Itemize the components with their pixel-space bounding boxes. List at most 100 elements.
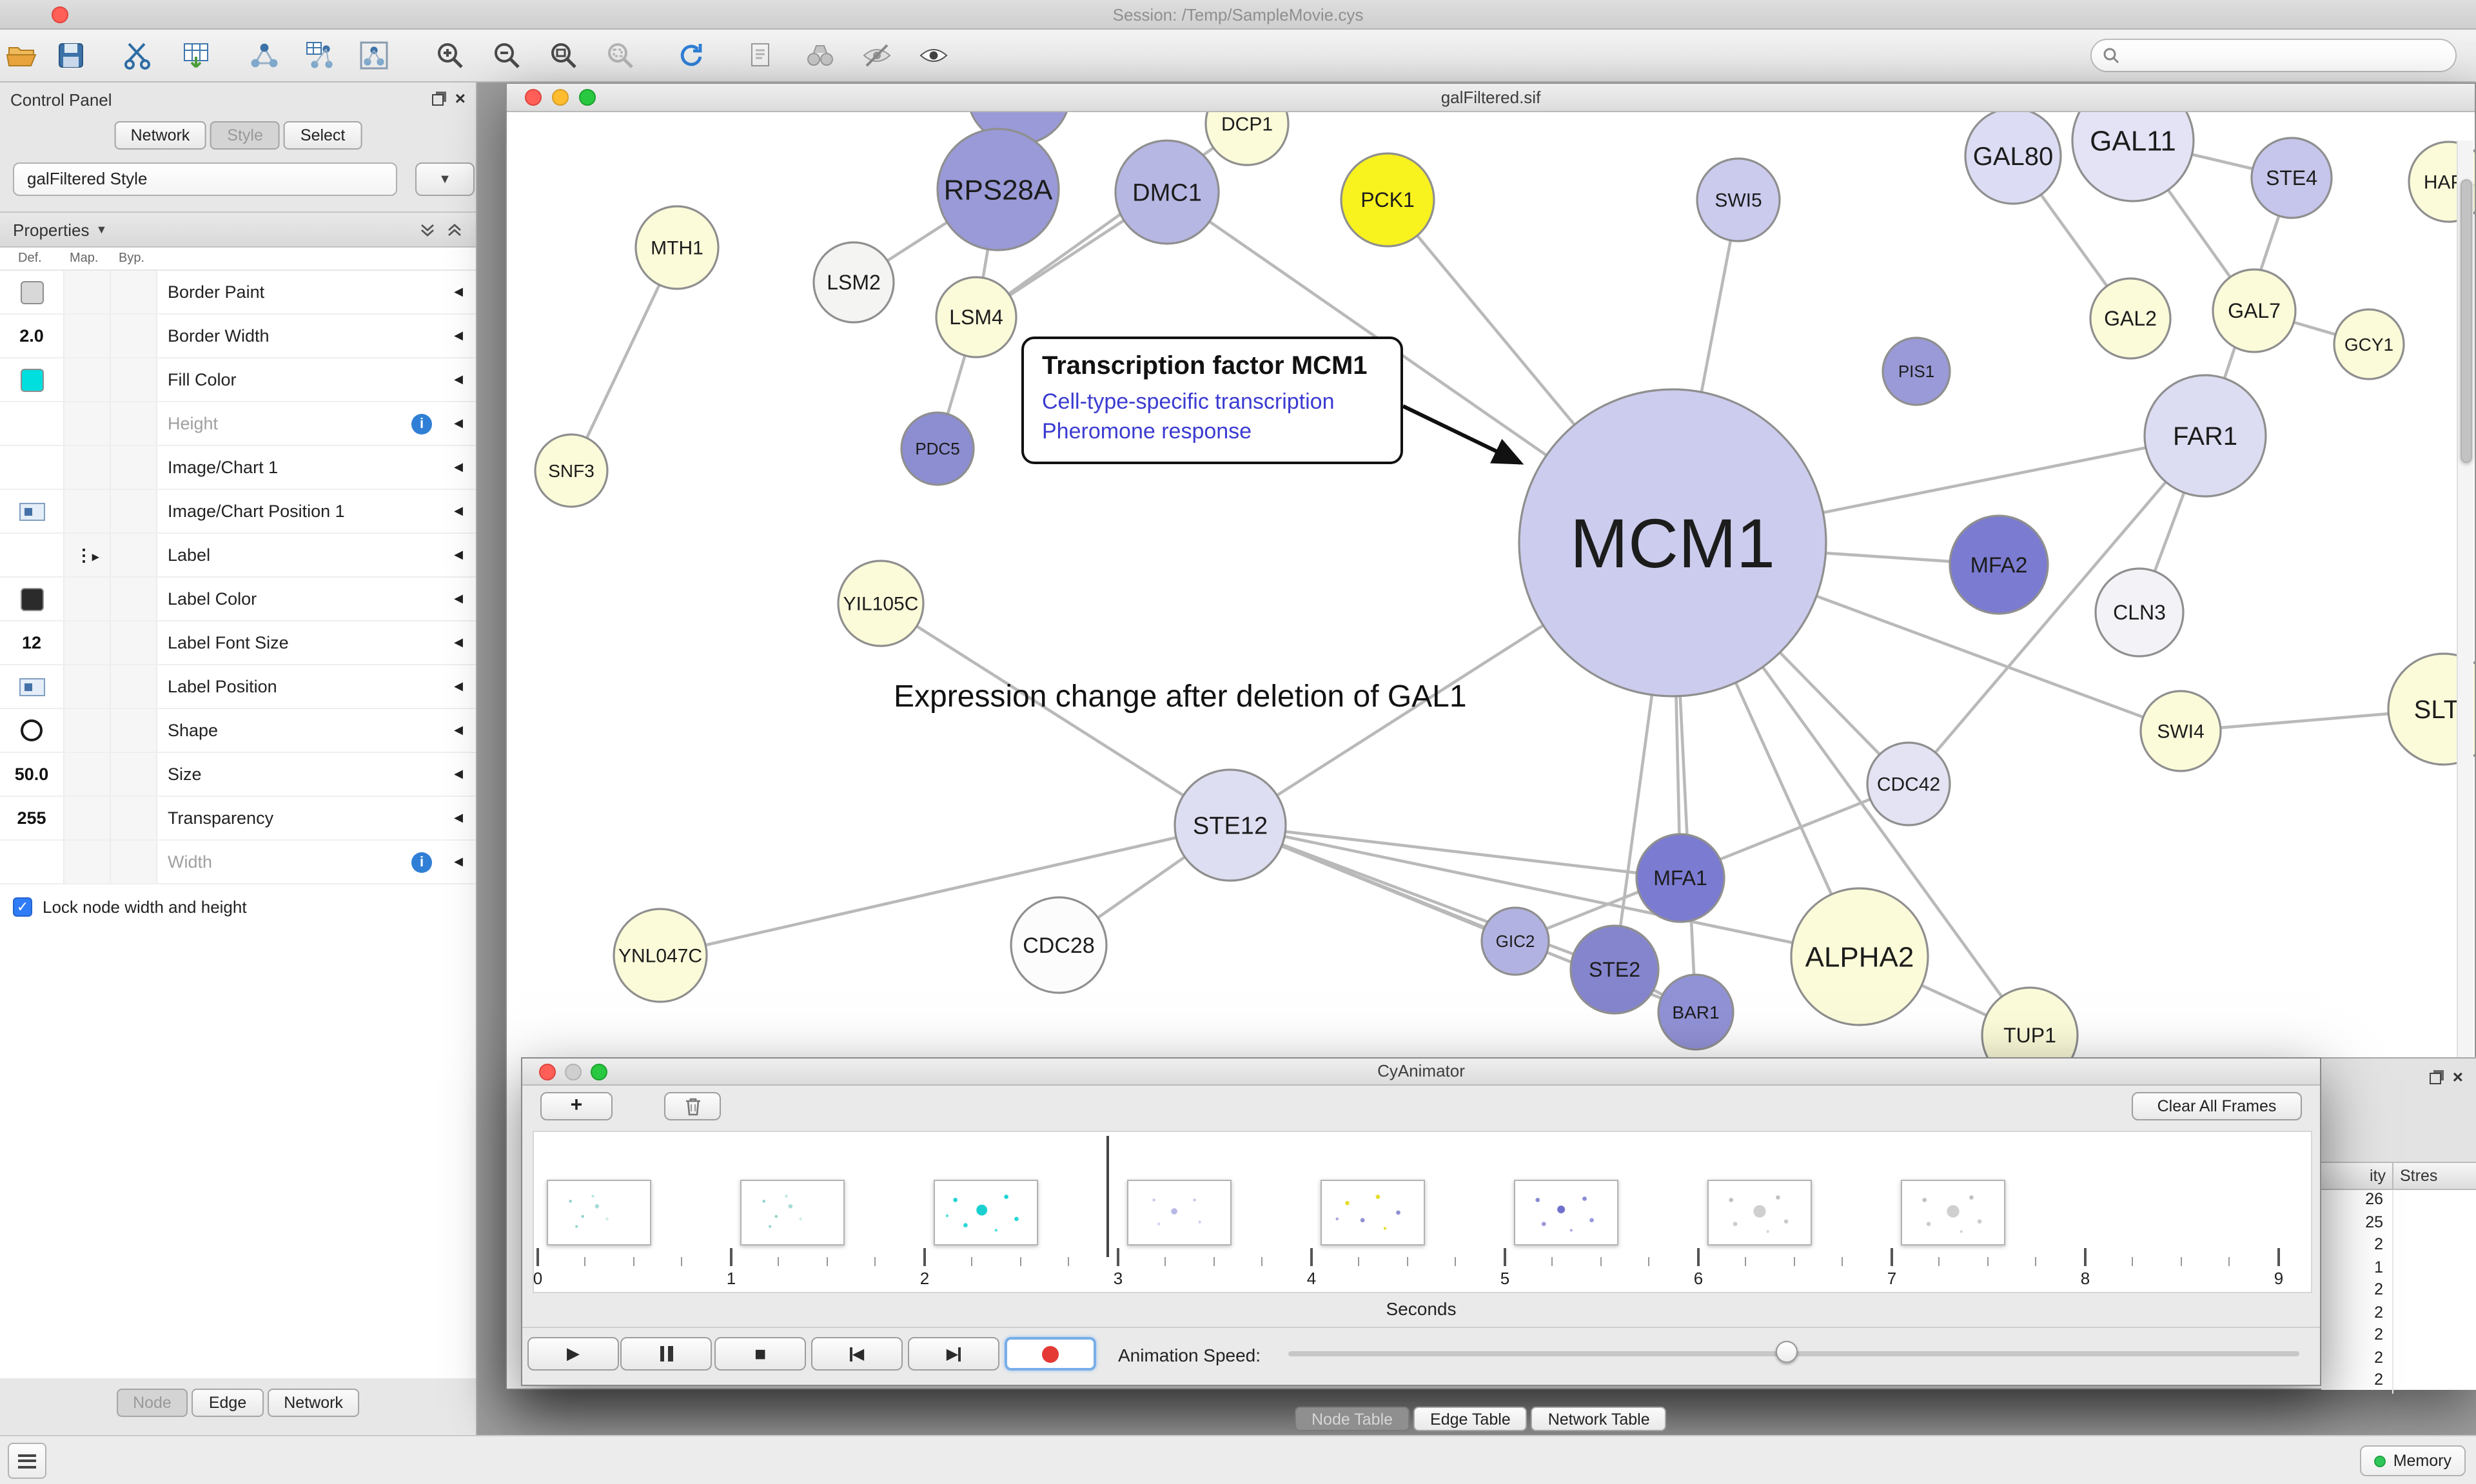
- frame-thumbnail-1[interactable]: [547, 1180, 651, 1245]
- clear-all-frames-button[interactable]: Clear All Frames: [2132, 1092, 2302, 1120]
- bypass-cell[interactable]: [111, 402, 157, 445]
- node-gcy1[interactable]: [2333, 308, 2405, 380]
- node-pis1[interactable]: [1882, 337, 1951, 406]
- close-window-button[interactable]: [52, 6, 68, 23]
- expand-row-arrow-icon[interactable]: ◀: [454, 855, 463, 868]
- bypass-cell[interactable]: [111, 446, 157, 489]
- stop-button[interactable]: ■: [714, 1337, 806, 1371]
- node-gal11[interactable]: [2071, 112, 2195, 202]
- tab-network-style[interactable]: Network: [267, 1389, 360, 1417]
- show-details-button[interactable]: [914, 36, 953, 75]
- node-cln3[interactable]: [2094, 567, 2185, 658]
- node-slt2[interactable]: [2387, 652, 2475, 766]
- property-row-border-paint[interactable]: Border Paint◀: [0, 271, 476, 315]
- tab-edge-style[interactable]: Edge: [192, 1389, 264, 1417]
- default-value-cell[interactable]: [0, 402, 63, 445]
- default-value-cell[interactable]: [0, 534, 63, 576]
- record-button[interactable]: [1005, 1337, 1096, 1371]
- cyanimator-titlebar[interactable]: CyAnimator: [522, 1059, 2320, 1086]
- node-alpha2[interactable]: [1790, 887, 1929, 1026]
- default-value-cell[interactable]: [0, 578, 63, 620]
- bypass-cell[interactable]: [111, 578, 157, 620]
- expand-row-arrow-icon[interactable]: ◀: [454, 504, 463, 517]
- tab-edge-table[interactable]: Edge Table: [1413, 1407, 1528, 1431]
- minimize-icon[interactable]: [565, 1064, 582, 1080]
- mapping-cell[interactable]: [63, 578, 111, 620]
- tab-network-table[interactable]: Network Table: [1531, 1407, 1667, 1431]
- collapse-all-icon[interactable]: [419, 221, 436, 238]
- play-button[interactable]: ▶: [527, 1337, 619, 1371]
- float-table-panel-icon[interactable]: [2429, 1072, 2441, 1084]
- mapping-cell[interactable]: [63, 621, 111, 664]
- frame-thumbnail-5[interactable]: [1321, 1180, 1425, 1245]
- tab-node-style[interactable]: Node: [116, 1389, 188, 1417]
- tab-node-table[interactable]: Node Table: [1295, 1407, 1410, 1431]
- delete-frame-button[interactable]: [664, 1092, 721, 1120]
- close-icon[interactable]: [539, 1064, 556, 1080]
- expand-row-arrow-icon[interactable]: ◀: [454, 460, 463, 473]
- mapping-cell[interactable]: [63, 753, 111, 796]
- default-value-cell[interactable]: [0, 446, 63, 489]
- task-history-button[interactable]: [8, 1443, 46, 1479]
- style-combobox[interactable]: galFiltered Style: [13, 162, 397, 196]
- node-mfa1[interactable]: [1635, 833, 1725, 923]
- hide-details-button[interactable]: [858, 36, 896, 75]
- frame-thumbnail-4[interactable]: [1127, 1180, 1232, 1245]
- bypass-cell[interactable]: [111, 271, 157, 313]
- save-session-button[interactable]: [52, 36, 90, 75]
- expand-row-arrow-icon[interactable]: ◀: [454, 679, 463, 692]
- property-row-image-chart-position-1[interactable]: Image/Chart Position 1◀: [0, 490, 476, 534]
- zoom-in-button[interactable]: [431, 36, 469, 75]
- lock-size-checkbox[interactable]: ✓: [13, 897, 32, 917]
- expand-row-arrow-icon[interactable]: ◀: [454, 548, 463, 561]
- frame-thumbnail-2[interactable]: [740, 1180, 845, 1245]
- property-row-label-position[interactable]: Label Position◀: [0, 665, 476, 709]
- maximize-icon[interactable]: [579, 89, 596, 106]
- close-panel-icon[interactable]: ×: [455, 88, 466, 108]
- property-row-label-color[interactable]: Label Color◀: [0, 578, 476, 621]
- float-panel-icon[interactable]: [431, 93, 444, 105]
- expand-row-arrow-icon[interactable]: ◀: [454, 416, 463, 429]
- default-value-cell[interactable]: 255: [17, 808, 46, 828]
- frame-thumbnail-6[interactable]: [1514, 1180, 1618, 1245]
- node-gal80[interactable]: [1964, 112, 2062, 205]
- default-value-cell[interactable]: [0, 271, 63, 313]
- search-network-button[interactable]: [801, 36, 840, 75]
- default-value-cell[interactable]: [0, 841, 63, 883]
- import-table-button[interactable]: [177, 36, 215, 75]
- node-pdc5[interactable]: [900, 411, 975, 486]
- close-table-panel-icon[interactable]: ×: [2452, 1066, 2463, 1087]
- default-value-cell[interactable]: 2.0: [19, 326, 44, 346]
- node-swi4[interactable]: [2139, 690, 2222, 772]
- speed-slider-knob[interactable]: [1776, 1341, 1798, 1363]
- expand-row-arrow-icon[interactable]: ◀: [454, 285, 463, 298]
- add-frame-button[interactable]: +: [540, 1092, 613, 1120]
- node-dcp1[interactable]: [1204, 112, 1290, 166]
- expand-row-arrow-icon[interactable]: ◀: [454, 592, 463, 605]
- node-yil105c[interactable]: [837, 560, 925, 647]
- node-snf3[interactable]: [534, 433, 609, 508]
- mcm1-annotation[interactable]: Transcription factor MCM1 Cell-type-spec…: [1021, 337, 1403, 464]
- info-icon[interactable]: i: [411, 852, 432, 872]
- bypass-cell[interactable]: [111, 621, 157, 664]
- node-mfa2[interactable]: [1949, 514, 2049, 615]
- open-session-button[interactable]: [3, 36, 41, 75]
- mapping-cell[interactable]: [63, 797, 111, 839]
- export-network-button[interactable]: [119, 36, 157, 75]
- mapping-cell[interactable]: ⋮▸: [63, 534, 111, 576]
- skip-to-start-button[interactable]: ◀: [811, 1337, 903, 1371]
- zoom-fit-button[interactable]: [544, 36, 583, 75]
- node-dmc1[interactable]: [1114, 139, 1220, 245]
- node-gal7[interactable]: [2212, 268, 2297, 353]
- node-far1[interactable]: [2143, 374, 2267, 498]
- bypass-cell[interactable]: [111, 315, 157, 357]
- skip-to-end-button[interactable]: ▶: [908, 1337, 999, 1371]
- default-value-cell[interactable]: 50.0: [14, 765, 49, 784]
- bypass-cell[interactable]: [111, 797, 157, 839]
- refresh-view-button[interactable]: [672, 36, 711, 75]
- bypass-cell[interactable]: [111, 709, 157, 752]
- mapping-cell[interactable]: [63, 446, 111, 489]
- style-options-button[interactable]: ▼: [415, 162, 475, 196]
- expand-row-arrow-icon[interactable]: ◀: [454, 723, 463, 736]
